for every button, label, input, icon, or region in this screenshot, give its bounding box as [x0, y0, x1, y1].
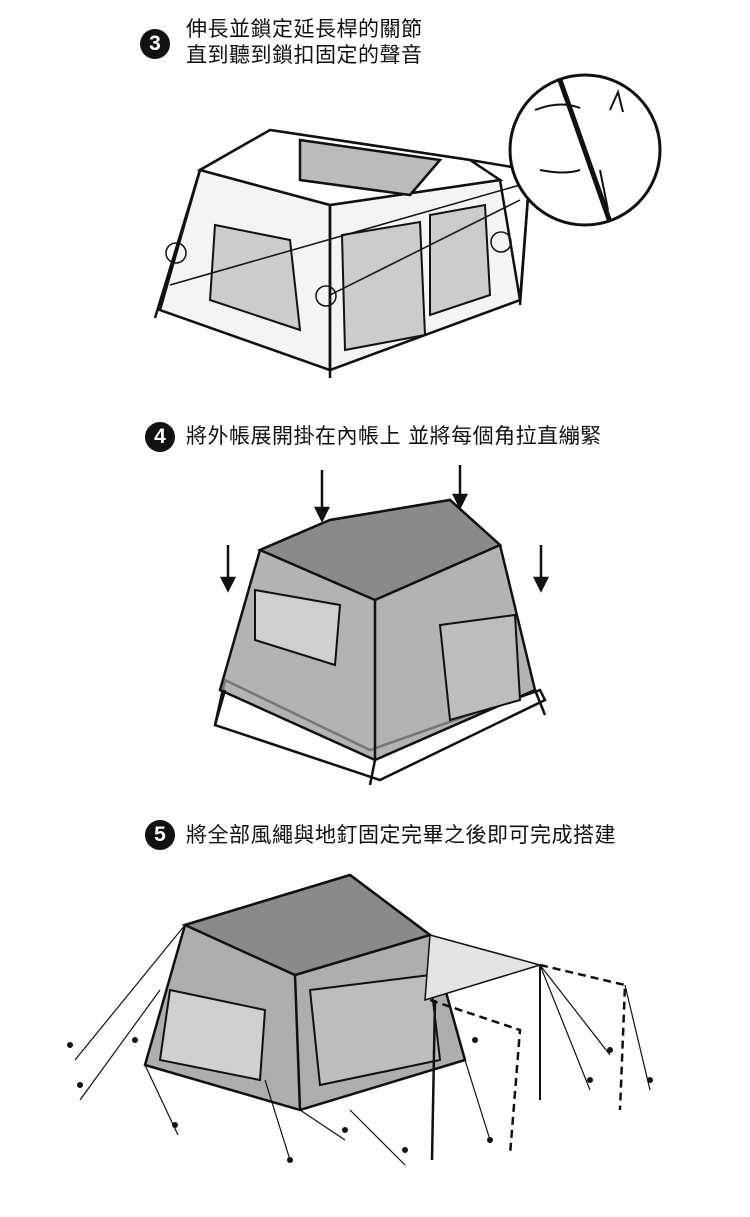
step-5-illustration [67, 873, 653, 1166]
step-5-line-1: 將全部風繩與地釘固定完畢之後即可完成搭建 [186, 823, 616, 847]
step-3-line-2: 直到聽到鎖扣固定的聲音 [186, 43, 423, 67]
step-5-badge: 5 [145, 820, 175, 850]
step-4-illustration [213, 465, 550, 786]
step-3-badge: 3 [140, 29, 170, 59]
step-3-illustration [153, 73, 662, 378]
step-3-line-1: 伸長並鎖定延長桿的關節 [186, 17, 423, 41]
step-4-badge: 4 [145, 422, 175, 452]
step-4-line-1: 將外帳展開掛在內帳上 並將每個角拉直繃緊 [186, 424, 602, 448]
